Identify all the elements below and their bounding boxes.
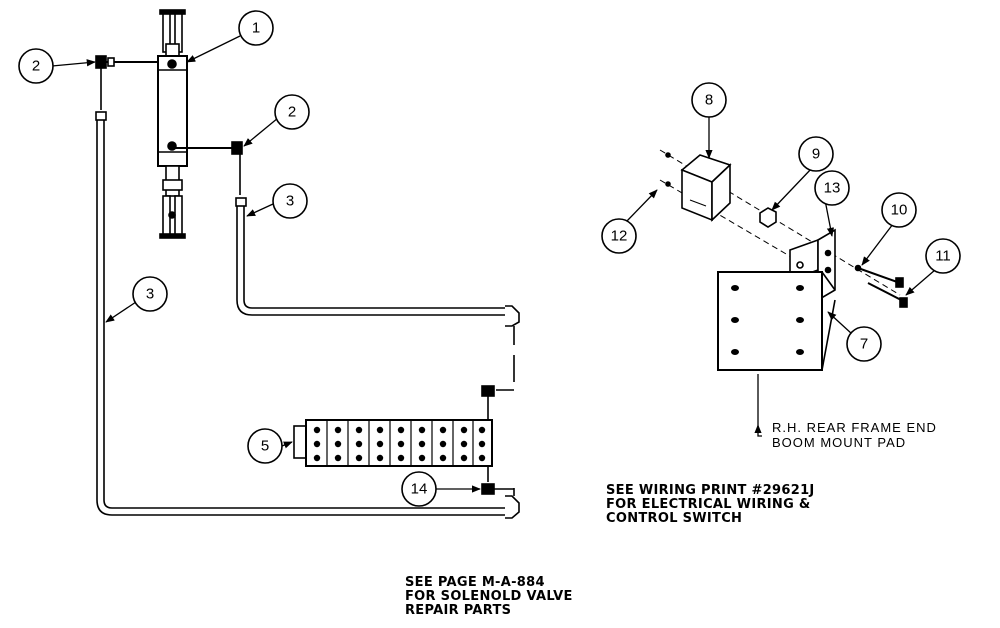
wiring-note-line-3: CONTROL SWITCH <box>606 511 742 526</box>
valve-note-line-3: REPAIR PARTS <box>405 603 511 618</box>
callout-1: 1 <box>252 20 260 37</box>
callout-3-outer: 3 <box>146 286 154 303</box>
hydraulic-cylinder <box>157 9 188 239</box>
callout-12: 12 <box>611 228 628 245</box>
wiring-note-line-2: FOR ELECTRICAL WIRING & <box>606 497 811 512</box>
frame-pad-label: R.H. REAR FRAME END BOOM MOUNT PAD <box>772 420 937 450</box>
callout-7: 7 <box>860 336 868 353</box>
callout-3-inner: 3 <box>286 193 294 210</box>
callout-9: 9 <box>812 146 820 163</box>
wiring-note: SEE WIRING PRINT #29621J FOR ELECTRICAL … <box>606 483 815 526</box>
callout-13: 13 <box>824 180 841 197</box>
wiring-note-line-1: SEE WIRING PRINT #29621J <box>606 483 815 498</box>
callout-8: 8 <box>705 92 713 109</box>
frame-label-line-2: BOOM MOUNT PAD <box>772 435 906 450</box>
callout-5: 5 <box>261 438 269 455</box>
solenoid-valve-bank <box>293 419 493 467</box>
callout-leaders <box>51 35 936 493</box>
callout-2-lower: 2 <box>288 104 296 121</box>
hydraulic-lines <box>95 55 520 519</box>
callout-11: 11 <box>935 248 951 265</box>
callout-2-upper: 2 <box>32 58 40 75</box>
valve-note: SEE PAGE M-A-884 FOR SOLENOLD VALVE REPA… <box>405 575 573 618</box>
callout-14: 14 <box>411 481 428 498</box>
callout-10: 10 <box>891 202 908 219</box>
valve-note-line-1: SEE PAGE M-A-884 <box>405 575 545 590</box>
callout-balloons <box>18 10 961 507</box>
frame-label-line-1: R.H. REAR FRAME END <box>772 420 937 435</box>
callout-numbers: 1 2 2 3 3 5 14 8 9 13 10 11 12 7 <box>32 20 951 498</box>
valve-note-line-2: FOR SOLENOLD VALVE <box>405 589 573 604</box>
solenoid-mount-bracket <box>659 149 908 371</box>
